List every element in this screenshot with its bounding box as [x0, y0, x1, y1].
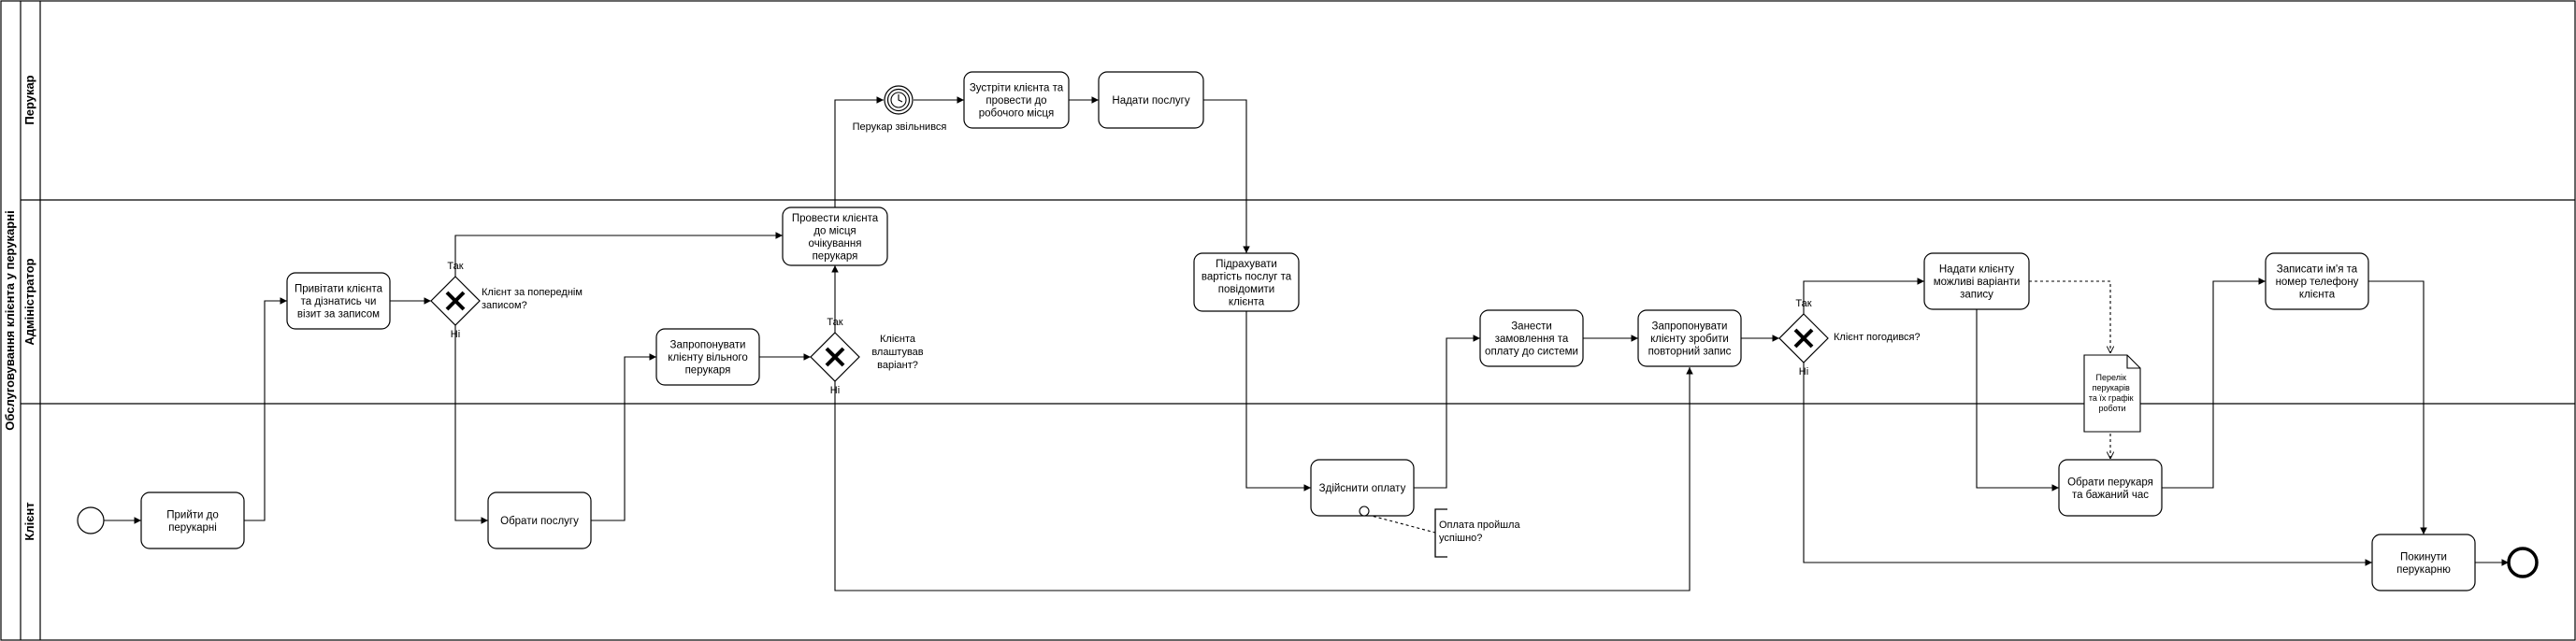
flow-calc-to-pay	[1245, 311, 1311, 491]
clock-icon	[890, 92, 907, 108]
gateway-yes-label: Так	[447, 261, 463, 272]
exclusive-x-icon	[825, 347, 845, 367]
gateway-yes-label: Так	[827, 317, 842, 328]
payment-annotation: Оплата пройшла успішно?	[1434, 508, 1523, 558]
barber-list-data-object[interactable]: Перелік перукарів та їх графік роботи	[2083, 354, 2141, 433]
gateway-yes-label: Так	[1795, 298, 1811, 309]
flow-pay-to-enter	[1414, 335, 1480, 489]
flow-waiting-to-timer	[834, 96, 884, 207]
task-label: Обрати послугу	[500, 516, 579, 527]
exclusive-x-icon	[445, 291, 466, 311]
start-event[interactable]	[77, 506, 105, 534]
gateway-question: Клієнт погодився?	[1834, 332, 1921, 343]
gateway-no-label: Ні	[1799, 366, 1808, 377]
sequence-flows	[104, 96, 2509, 591]
lane-title-client: Клієнт	[22, 502, 36, 540]
barber-list-label: Перелік перукарів та їх графік роботи	[2089, 373, 2136, 413]
flow-gw3-yes-to-options	[1803, 278, 1924, 314]
task-choose-service[interactable]: Обрати послугу	[487, 491, 592, 549]
gateway-by-appointment[interactable]	[430, 276, 481, 326]
task-provide-service[interactable]: Надати послугу	[1098, 71, 1204, 129]
pool-title: Обслуговування клієнта у перукарні	[3, 210, 17, 430]
flow-gw1-no-to-choose	[454, 325, 488, 524]
lane-title-admin: Адміністратор	[22, 258, 36, 345]
flow-gw3-no-to-leave	[1803, 363, 2372, 566]
association-pay-to-annotation	[1367, 514, 1436, 534]
payment-annotation-text: Оплата пройшла успішно?	[1439, 520, 1523, 544]
flow-gw1-yes-to-waiting	[454, 232, 783, 277]
gateway-option-ok[interactable]	[810, 332, 860, 382]
task-label: Надати послугу	[1112, 95, 1189, 107]
association-options-to-list	[2029, 280, 2110, 353]
gateway-no-label: Ні	[830, 385, 840, 396]
task-pay[interactable]: Здійснити оплату	[1310, 459, 1415, 517]
timer-event-label: Перукар звільнився	[853, 121, 947, 133]
exclusive-x-icon	[1793, 328, 1814, 349]
flow-record-to-leave	[2368, 280, 2427, 534]
association-flows	[1367, 280, 2110, 534]
task-label: Здійснити оплату	[1319, 483, 1406, 494]
gateway-no-label: Ні	[451, 329, 460, 340]
lane-title-barber: Перукар	[22, 75, 36, 124]
flow-come-to-greet	[244, 297, 287, 521]
timer-event[interactable]	[884, 85, 914, 115]
payment-attached-marker	[1359, 506, 1370, 517]
flow-choose-to-offer	[591, 353, 656, 521]
flow-options-to-choose	[1976, 309, 2059, 491]
flow-gw2-no-to-repeat	[834, 367, 1693, 591]
flow-choose-to-record	[2162, 278, 2266, 489]
gateway-agreed[interactable]	[1778, 313, 1829, 363]
flow-provide-to-calc	[1203, 99, 1250, 253]
end-event[interactable]	[2507, 547, 2539, 578]
